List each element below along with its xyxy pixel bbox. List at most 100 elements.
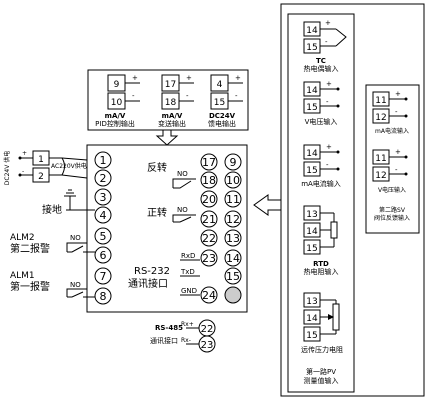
alarm-2-group: ALM2 第二报警 NO [10,233,95,255]
rs485-caption: 通讯接口 [150,336,178,345]
rs485-term-23-label: 23 [201,340,214,351]
terminal-17-label: 17 [165,80,176,90]
minus-sign: - [186,92,189,100]
main-term-7-label: 7 [100,270,107,283]
v-term-a: 14 [306,86,318,96]
main-term-10-circle [224,171,242,189]
dc24-label: DC24V 供电 [3,151,11,185]
main-term-11-circle [224,190,242,208]
rxd-label: RxD [181,252,195,260]
main-term-15-label: 15 [226,270,240,283]
main-term-1-circle [94,151,112,169]
sv-v-term-b: 12 [375,171,386,181]
tc-minus: - [325,38,328,46]
pv-footer-1: 第一路PV [306,367,336,376]
forward-no-label: NO [177,206,188,214]
main-term-12-label: 12 [226,213,240,226]
tc-term-a: 14 [306,26,318,36]
rtd-term-a: 13 [306,210,317,220]
pot-caption: 远传压力电阻 [301,345,343,354]
main-term-24-circle [200,286,218,304]
rs485-term-23 [198,335,216,353]
tc-caption: 热电偶输入 [304,64,339,73]
sv-v-term-a: 11 [375,154,386,164]
sv-v-caption: V电压输入 [378,186,406,194]
v-input: 14 15 + - V电压输入 [303,80,340,126]
plus-sign: + [235,74,241,82]
v-minus: - [326,98,329,106]
ma-term-a: 14 [306,149,318,159]
pot-term-b: 14 [306,314,318,324]
transmit-output-caption: 变送输出 [158,119,186,128]
main-term-2-circle [94,169,112,187]
main-term-8-circle [94,287,112,305]
rtd-term-c: 15 [306,244,317,254]
alarm-2-name: 第二报警 [10,242,50,255]
alarm-1-group: ALM1 第一报警 NO [10,271,95,298]
gnd-label: GND [181,287,197,295]
main-term-23-label: 23 [202,252,216,265]
main-term-11-label: 11 [226,193,240,206]
ma-minus: - [326,161,329,169]
main-term-22-label: 22 [202,232,216,245]
sv-footer-2: 阀位反馈输入 [374,214,410,222]
main-term-5-label: 5 [100,230,107,243]
feed-output-group: 4 15 + - DC24V 馈电输出 [208,74,243,128]
pid-output-caption: PID控制输出 [95,119,135,128]
main-term-14-label: 14 [226,252,240,265]
potentiometer-icon [332,303,340,331]
sv-ma-term-a: 11 [375,96,386,106]
main-term-13-circle [224,229,242,247]
minus-sign: - [132,92,135,100]
main-term-4-circle [94,206,112,224]
alarm-2-code: ALM2 [10,233,35,243]
sv-footer-1: 第二路SV [379,206,406,214]
ac220-label: AC220V供电 [51,162,87,170]
pot-term-c: 15 [306,331,317,341]
plus-sign: + [132,74,138,82]
main-term-9-label: 9 [230,156,237,169]
ground-group: 接地 [42,189,95,216]
power-supply-group: 1 2 + - DC24V 供电 AC220V供电 [3,150,88,185]
tc-plus: + [325,19,331,27]
ma-term-b: 15 [306,166,317,176]
rs232-title: RS-232 [134,266,170,277]
tc-title: TC [316,57,326,65]
terminal-10-label: 10 [111,98,123,108]
rs485-title: RS-485 [155,324,183,332]
blank-terminal [224,286,242,304]
main-term-13-label: 13 [226,232,240,245]
alarm-1-code: ALM1 [10,271,35,281]
main-term-22-circle [200,229,218,247]
pid-output-title: mA/V [105,112,126,120]
tc-input: 14 15 + - TC 热电偶输入 [303,19,347,73]
ma-caption: mA电流输入 [301,179,341,188]
reverse-no-label: NO [177,170,188,178]
v-term-b: 15 [306,103,317,113]
main-term-1-label: 1 [100,154,107,167]
sv-v-plus: + [395,148,401,156]
input-box: 14 15 + - TC 热电偶输入 14 15 + - V电压输入 [280,3,425,397]
ma-plus: + [326,143,332,151]
main-term-8-label: 8 [100,290,107,303]
power-minus: - [22,168,24,175]
main-term-12-circle [224,210,242,228]
alarm-1-name: 第一报警 [10,280,50,293]
pot-term-a: 13 [306,297,317,307]
main-term-15-circle [224,267,242,285]
main-term-17-circle [200,153,218,171]
sv-ma-plus: + [395,90,401,98]
power-plus: + [22,150,27,157]
rs485-group: RS-485 通讯接口 Rx+ Rx- 22 23 [150,319,216,353]
power-term-1-label: 1 [38,155,44,165]
rtd-title: RTD [313,260,329,268]
left-arrow-icon [253,194,282,216]
main-term-21-label: 21 [202,213,216,226]
sv-ma-caption: mA电流输入 [375,127,409,135]
pv-footer-2: 测量值输入 [304,376,339,385]
power-term-2-label: 2 [38,172,44,182]
